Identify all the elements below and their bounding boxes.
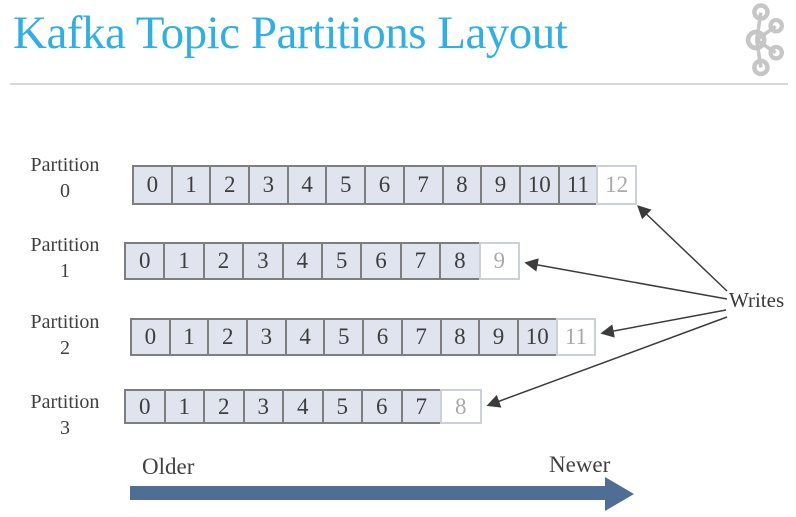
log-cell: 2	[202, 242, 245, 280]
log-cell: 3	[246, 318, 287, 356]
partition-label-word: Partition	[30, 391, 100, 413]
partition-label: Partition 3	[15, 389, 115, 441]
log-cell: 0	[130, 318, 171, 356]
log-cell: 0	[124, 242, 166, 280]
log-cell: 0	[124, 389, 166, 424]
log-cell: 5	[320, 242, 363, 280]
write-arrow-partition-1	[524, 258, 728, 300]
log-cell: 2	[209, 165, 251, 205]
log-cell: 1	[163, 389, 205, 424]
log-cell: 6	[361, 389, 403, 424]
page-title: Kafka Topic Partitions Layout	[13, 7, 568, 59]
next-write-cell: 11	[555, 318, 597, 356]
log-cell: 8	[439, 242, 481, 280]
log-cell: 10	[518, 165, 560, 205]
partition-label: Partition 0	[15, 152, 115, 204]
log-cell: 9	[480, 165, 521, 205]
log-cell: 8	[439, 318, 481, 356]
log-cell: 5	[325, 165, 367, 205]
next-write-cell: 9	[478, 242, 520, 280]
log-cell: 1	[170, 165, 212, 205]
log-cell: 7	[402, 165, 444, 205]
write-arrow-partition-2	[600, 309, 727, 338]
log-cell: 6	[360, 242, 402, 280]
log-cell: 8	[441, 165, 483, 205]
newer-label: Newer	[549, 452, 611, 477]
partition-label-word: Partition	[30, 154, 100, 176]
writes-label: Writes	[729, 288, 785, 312]
log-cell: 3	[242, 242, 284, 280]
log-cell: 7	[399, 242, 442, 280]
timeline-arrow	[130, 477, 634, 511]
log-cell: 6	[362, 318, 403, 356]
log-cell: 6	[364, 165, 405, 205]
log-cell: 4	[281, 242, 323, 280]
next-write-cell: 8	[440, 389, 482, 424]
log-cell: 2	[203, 389, 245, 424]
log-cell: 5	[323, 318, 365, 356]
older-label: Older	[142, 454, 195, 479]
log-cell: 11	[557, 165, 599, 205]
log-cell: 10	[516, 318, 558, 356]
partition-label-word: Partition	[30, 311, 100, 333]
partition-label: Partition 2	[15, 309, 115, 361]
log-cell: 2	[207, 318, 249, 356]
log-cell: 7	[400, 318, 442, 356]
next-write-cell: 12	[596, 165, 637, 205]
write-arrow-partition-0	[637, 205, 728, 292]
log-cell: 1	[163, 242, 205, 280]
log-cell: 5	[321, 389, 363, 424]
partition-label-number: 1	[60, 260, 70, 282]
log-cell: 7	[400, 389, 442, 424]
partition-label-word: Partition	[30, 234, 100, 256]
log-cell: 4	[286, 165, 328, 205]
log-cell: 4	[284, 318, 326, 356]
log-cell: 9	[478, 318, 519, 356]
log-cell: 1	[168, 318, 210, 356]
log-cell: 0	[132, 165, 173, 205]
kafka-logo-icon	[745, 3, 785, 77]
title-divider	[10, 83, 788, 85]
log-cell: 3	[248, 165, 289, 205]
log-cell: 4	[282, 389, 324, 424]
partition-label-number: 3	[60, 417, 70, 439]
partition-label: Partition 1	[15, 232, 115, 284]
partition-label-number: 2	[60, 337, 70, 359]
log-cell: 3	[242, 389, 284, 424]
partition-label-number: 0	[60, 180, 70, 202]
